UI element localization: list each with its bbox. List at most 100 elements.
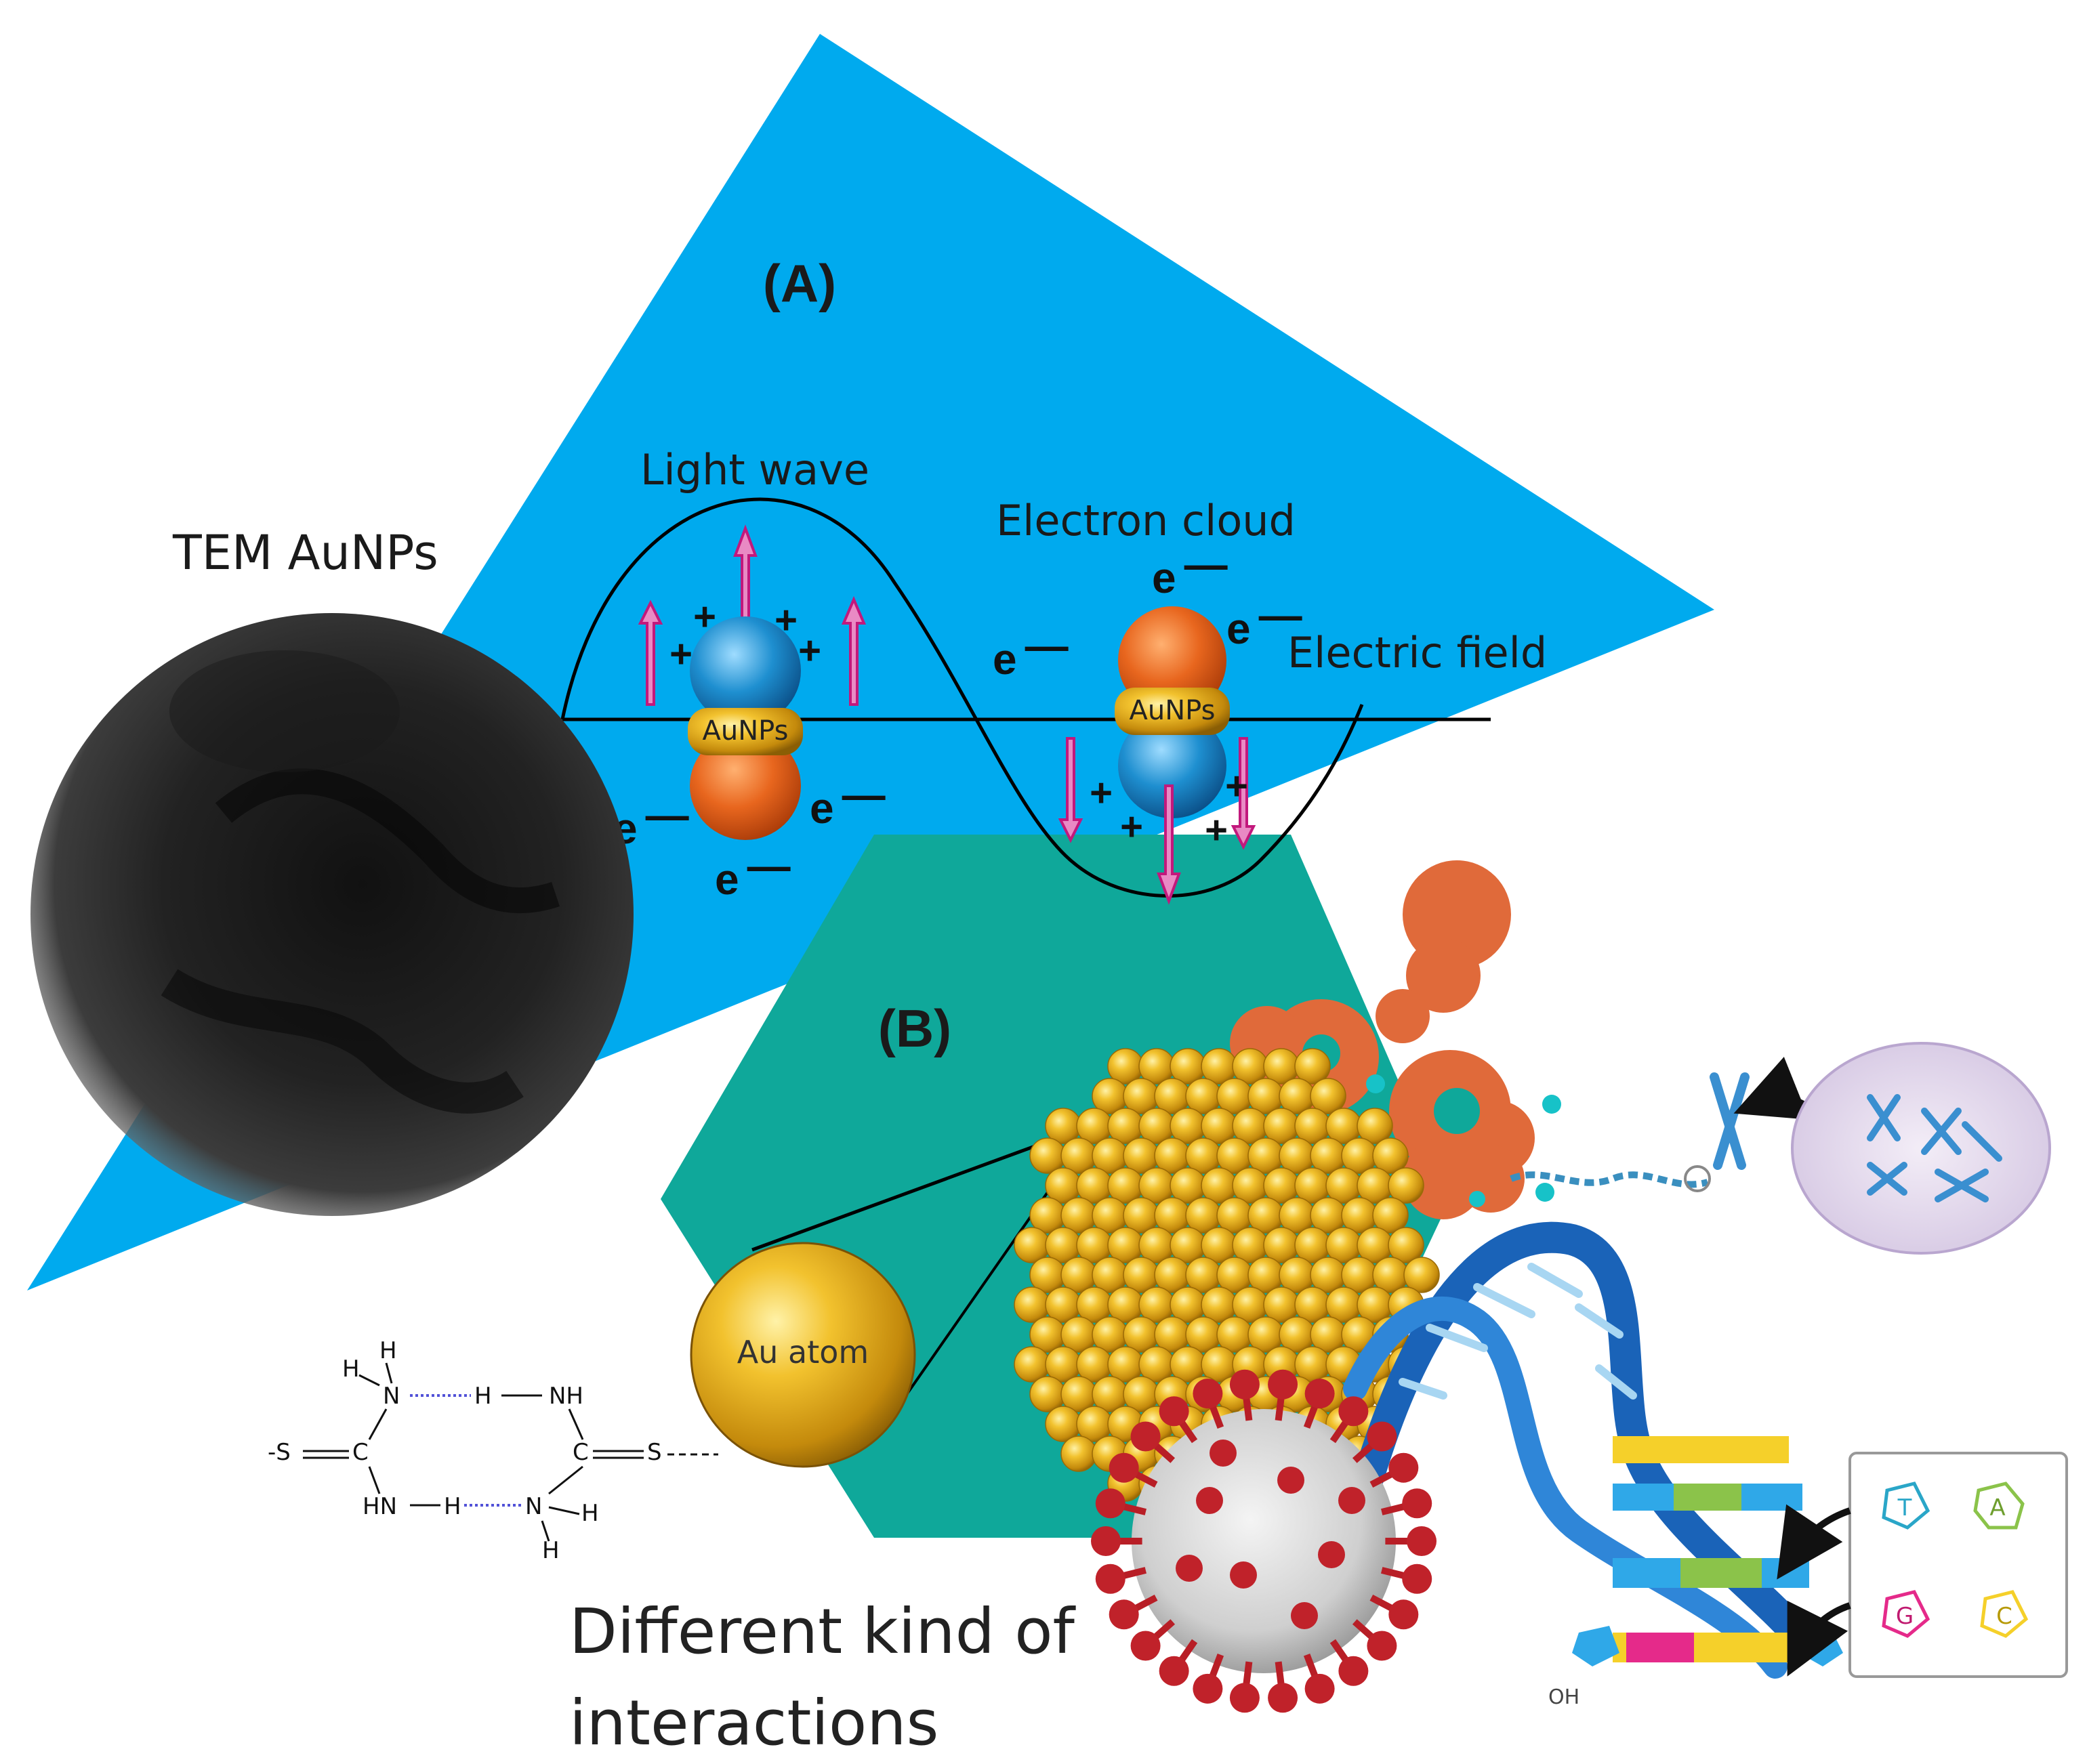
antibody-protein — [1230, 860, 1535, 1219]
virus-spike — [1318, 1541, 1345, 1568]
atom-n: N — [383, 1383, 400, 1410]
virus-spike — [1304, 1379, 1335, 1409]
gold-atom-sphere — [1372, 1197, 1409, 1234]
electron-e: e — [1226, 604, 1251, 653]
legend-arrow-top — [1777, 1504, 1851, 1580]
atom-c: C — [573, 1439, 589, 1466]
svg-text:e—: e— — [1152, 540, 1228, 602]
base-pair-legend: T A G C — [1848, 1452, 2068, 1678]
virus-spike — [1304, 1673, 1335, 1704]
virus-spike — [1159, 1396, 1189, 1427]
virus-spike — [1109, 1599, 1139, 1630]
legend-arrow-bottom — [1787, 1600, 1851, 1677]
electrons-right: e— e— e— — [993, 540, 1302, 684]
virus-body — [1132, 1409, 1396, 1673]
virus-spike — [1130, 1631, 1161, 1661]
virus-spike — [1109, 1452, 1139, 1483]
virus-spike — [1159, 1656, 1189, 1686]
virus-spike — [1091, 1526, 1121, 1556]
virus-spike — [1402, 1563, 1432, 1594]
virus-spike — [1229, 1369, 1260, 1400]
aunp-particle-left: AuNPs — [688, 616, 803, 840]
cell-nucleus — [1791, 1042, 2051, 1255]
charge-plus: + — [693, 595, 716, 639]
virus-spike — [1210, 1440, 1237, 1467]
gold-atom-sphere — [1357, 1108, 1393, 1144]
charge-plus: + — [1225, 764, 1248, 808]
virus-spike — [1268, 1369, 1298, 1400]
virus-spike — [1193, 1379, 1223, 1409]
virus-spike — [1338, 1487, 1365, 1514]
au-atom: Au atom — [690, 1242, 916, 1468]
gold-atom-sphere — [1060, 1435, 1097, 1472]
interactions-caption-line2: interactions — [569, 1687, 939, 1759]
gold-atom-sphere — [1388, 1167, 1424, 1204]
virus-spike — [1268, 1683, 1298, 1713]
electron-e: e — [993, 635, 1017, 684]
charge-plus: + — [774, 598, 798, 642]
electron-e: e — [1152, 553, 1176, 602]
hydroxyl-label: OH — [1548, 1685, 1579, 1709]
virus-spike — [1388, 1452, 1419, 1483]
atom-s: S — [647, 1439, 662, 1466]
atom-h: H — [542, 1537, 560, 1564]
base-g: G — [1896, 1603, 1914, 1630]
svg-text:e—: e— — [993, 621, 1069, 684]
electron-e: e — [810, 784, 834, 833]
dna-fiber — [1510, 1171, 1709, 1188]
atom-hn: HN — [363, 1493, 397, 1520]
cyan-ligands — [1366, 1074, 1561, 1207]
thiourea-hbond-structure: H H N H NH -S C C S HN H N H H — [268, 1337, 718, 1564]
panel-b-label: (B) — [878, 999, 951, 1058]
svg-text:e—: e— — [1226, 591, 1302, 653]
coronavirus — [1091, 1369, 1437, 1713]
panel-a-label: (A) — [763, 253, 836, 313]
electron-cloud-label: Electron cloud — [996, 496, 1296, 545]
virus-spike — [1230, 1561, 1257, 1589]
atom-s-left: -S — [268, 1439, 291, 1466]
charge-plus: + — [1120, 805, 1143, 849]
positive-charges-right: + + + + — [1090, 764, 1248, 852]
virus-spike — [1130, 1421, 1161, 1452]
virus-spike — [1407, 1526, 1437, 1556]
atom-h: H — [474, 1383, 492, 1410]
virus-spike — [1367, 1631, 1397, 1661]
au-atom-label: Au atom — [737, 1334, 869, 1370]
aunp-label-left: AuNPs — [703, 715, 789, 747]
charge-plus: + — [1090, 771, 1113, 815]
charge-plus: + — [798, 629, 821, 673]
svg-text:e—: e— — [810, 770, 886, 833]
virus-spike — [1291, 1602, 1318, 1629]
atom-h: H — [581, 1500, 599, 1527]
base-c: C — [1996, 1603, 2012, 1630]
gold-atom-sphere — [1294, 1048, 1331, 1085]
zoom-line-top — [751, 1136, 1058, 1252]
virus-spike — [1176, 1555, 1203, 1582]
electric-field-label: Electric field — [1287, 628, 1547, 677]
atom-h: H — [379, 1337, 397, 1364]
virus-spike — [1277, 1467, 1304, 1494]
virus-spike — [1338, 1396, 1369, 1427]
tem-label: TEM AuNPs — [172, 525, 438, 581]
chromosome — [1710, 1072, 1750, 1170]
gold-atom-sphere — [1403, 1257, 1440, 1293]
virus-spike — [1402, 1488, 1432, 1519]
atom-nh: NH — [549, 1383, 583, 1410]
base-a: A — [1989, 1494, 2005, 1521]
atom-h: H — [342, 1356, 360, 1383]
light-wave-label: Light wave — [640, 445, 869, 495]
atom-n: N — [525, 1493, 542, 1520]
atom-h: H — [444, 1493, 461, 1520]
virus-spike — [1229, 1683, 1260, 1713]
virus-spike — [1388, 1599, 1419, 1630]
tem-aunp-image — [30, 613, 634, 1216]
positive-charges-left: + + + + — [669, 595, 821, 676]
base-t: T — [1897, 1494, 1912, 1521]
charge-plus: + — [669, 632, 693, 676]
aunp-label-right: AuNPs — [1130, 695, 1216, 726]
base-pair-ladder: OH — [1548, 1436, 1843, 1709]
gold-atom-sphere — [1388, 1227, 1424, 1263]
charge-plus: + — [1205, 808, 1228, 852]
dna-double-helix — [1343, 1221, 1818, 1679]
